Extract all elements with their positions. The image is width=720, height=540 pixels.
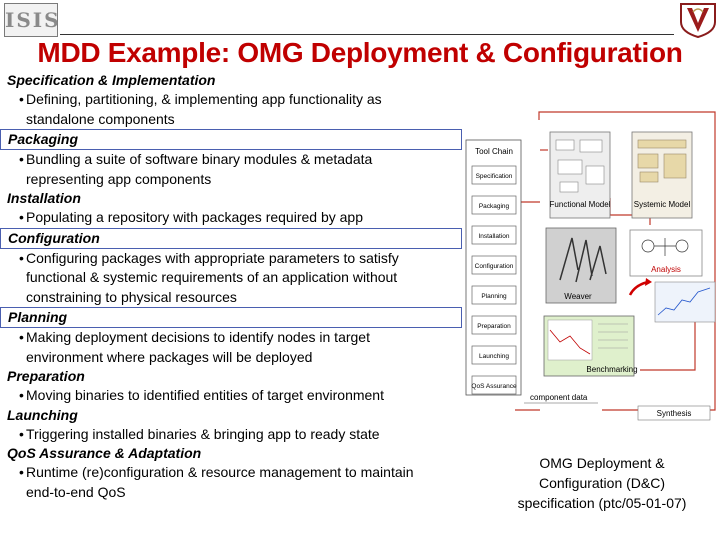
section-bullet-item: •Triggering installed binaries & bringin… [0, 425, 470, 445]
section-text-line: Bundling a suite of software binary modu… [26, 151, 373, 167]
section-text-line: Populating a repository with packages re… [26, 209, 363, 225]
benchmarking-label: Benchmarking [586, 365, 637, 374]
functional-model-label: Functional Model [550, 200, 611, 209]
section-bullet-item: •Populating a repository with packages r… [0, 208, 470, 228]
tool-chain-label: Tool Chain [475, 147, 513, 156]
component-data-label: component data [530, 393, 588, 402]
section-bullet-item: •Runtime (re)configuration & resource ma… [0, 463, 470, 502]
section-text-line: standalone components [26, 110, 175, 127]
tool-chain-step-label: QoS Assurance [471, 383, 517, 390]
tool-chain-steps: SpecificationPackagingInstallationConfig… [471, 165, 517, 395]
caption-line: specification (ptc/05-01-07) [517, 495, 687, 511]
synthesis-panel [637, 405, 711, 421]
tool-chain-step-box [471, 375, 517, 395]
section-heading: QoS Assurance & Adaptation [7, 445, 202, 461]
bullet-icon: • [19, 425, 24, 442]
bullet-icon: • [19, 151, 24, 167]
bullet-icon: • [19, 209, 24, 225]
section-text-line: environment where packages will be deplo… [26, 348, 313, 365]
tool-chain-step-box [471, 165, 517, 185]
tool-chain-step-label: Launching [479, 353, 509, 360]
analysis-chart-thumbnail [654, 281, 716, 323]
section-bullet-item: •Defining, partitioning, & implementing … [0, 90, 470, 129]
section-heading: Launching [7, 406, 78, 423]
weaver-label: Weaver [564, 292, 592, 301]
section-heading: Planning [0, 307, 462, 328]
isis-logo-text: ISIS [5, 8, 61, 32]
dc-toolchain-diagram: Tool Chain SpecificationPackagingInstall… [465, 111, 716, 421]
section-text-line: representing app components [26, 170, 212, 187]
section-bullet-item: •Moving binaries to identified entities … [0, 386, 470, 406]
section-text-line: end-to-end QoS [26, 483, 126, 500]
analysis-label: Analysis [651, 265, 681, 274]
tool-chain-step-label: Configuration [475, 263, 514, 270]
caption-line: OMG Deployment & [539, 455, 665, 471]
section-text-line: Making deployment decisions to identify … [26, 329, 370, 345]
section-bullet-item: •Making deployment decisions to identify… [0, 328, 470, 367]
section-heading: Preparation [7, 368, 85, 384]
tool-chain-step-label: Packaging [479, 203, 510, 210]
section-text-line: Defining, partitioning, & implementing a… [26, 91, 382, 107]
tool-chain-step-label: Planning [481, 293, 507, 300]
tool-chain-step-box [471, 255, 517, 275]
tool-chain-step-label: Installation [478, 233, 509, 240]
tool-chain-step-box [471, 285, 517, 305]
bullet-icon: • [19, 329, 24, 345]
slide-title: MDD Example: OMG Deployment & Configurat… [37, 37, 683, 68]
tool-chain-step-box [471, 195, 517, 215]
section-heading: Installation [7, 190, 81, 206]
section-text-line: functional & systemic requirements of an… [26, 269, 398, 285]
tool-chain-step-box [471, 315, 517, 335]
section-text-line: constraining to physical resources [26, 288, 237, 305]
analysis-panel [629, 229, 703, 277]
isis-logo: ISIS [4, 3, 61, 37]
synthesis-label: Synthesis [657, 409, 692, 418]
vanderbilt-shield-icon [680, 3, 716, 38]
dc-spec-caption: OMG Deployment & Configuration (D&C) speci… [488, 453, 716, 513]
section-text-line: Runtime (re)configuration & resource man… [26, 464, 414, 480]
section-heading: Specification & Implementation [7, 72, 216, 88]
tool-chain-step-box [471, 345, 517, 365]
caption-line: Configuration (D&C) [538, 475, 666, 491]
tool-chain-step-label: Specification [476, 173, 513, 180]
bullet-icon: • [19, 91, 24, 107]
tool-chain-step-box [471, 225, 517, 245]
header-rule [60, 34, 674, 35]
section-heading: Configuration [0, 227, 462, 249]
section-text-line: Moving binaries to identified entities o… [26, 387, 384, 403]
tool-chain-step-label: Preparation [477, 323, 511, 330]
section-text-line: Configuring packages with appropriate pa… [26, 249, 399, 266]
lifecycle-list: Specification & Implementation•Defining,… [0, 71, 470, 502]
bullet-icon: • [19, 249, 24, 266]
systemic-model-label: Systemic Model [634, 200, 691, 209]
section-bullet-item: •Bundling a suite of software binary mod… [0, 150, 470, 189]
bullet-icon: • [19, 464, 24, 480]
bullet-icon: • [19, 387, 24, 403]
section-text-line: Triggering installed binaries & bringing… [26, 425, 380, 442]
section-bullet-item: •Configuring packages with appropriate p… [0, 249, 470, 308]
section-heading: Packaging [0, 129, 462, 150]
